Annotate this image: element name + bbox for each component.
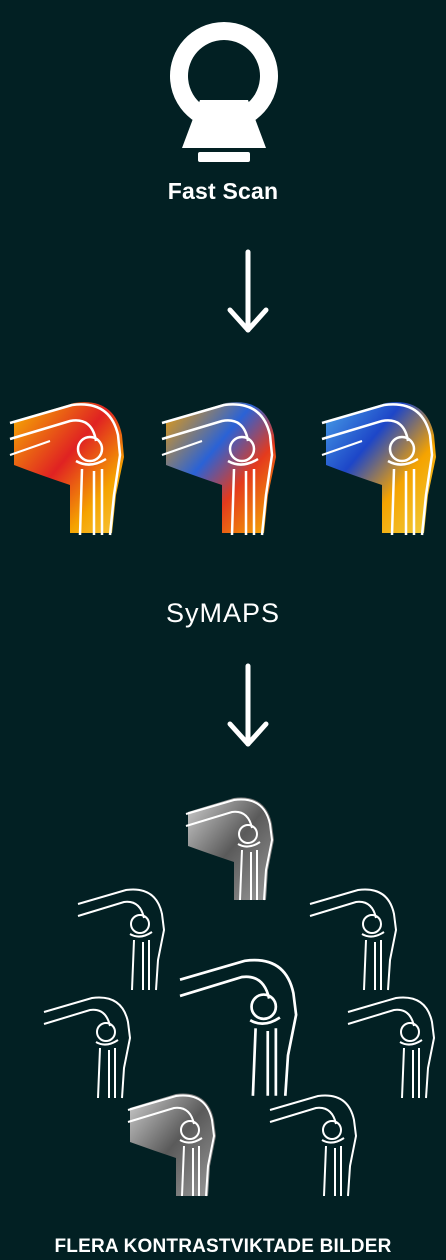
knee-map-icon	[10, 402, 124, 535]
knee-image-icon	[310, 890, 396, 991]
arrow-down-icon	[226, 250, 270, 336]
mri-scanner-icon	[168, 18, 280, 166]
knee-image-icon	[180, 960, 296, 1096]
knee-image-icon	[270, 1096, 356, 1197]
knee-image-icon	[44, 998, 130, 1099]
knee-map-row	[0, 395, 446, 535]
arrow-down-icon	[226, 664, 270, 750]
knee-image-icon	[348, 998, 434, 1099]
knee-map-icon	[162, 402, 276, 535]
knee-map-icon	[322, 402, 436, 535]
multi-contrast-images-label: FLERA KONTRASTVIKTADE BILDER	[0, 1236, 446, 1258]
fast-scan-label: Fast Scan	[0, 178, 446, 205]
knee-image-cluster	[0, 800, 446, 1200]
symaps-label: SyMAPS	[0, 598, 446, 629]
knee-image-icon	[78, 890, 164, 991]
knee-image-icon	[128, 1094, 216, 1196]
knee-image-icon	[186, 798, 274, 900]
